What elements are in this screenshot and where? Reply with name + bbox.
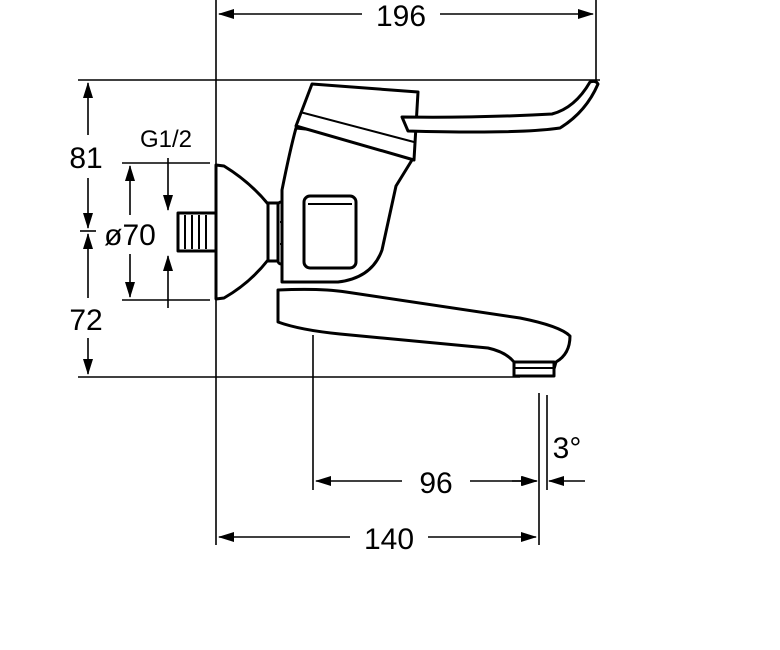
thread-connector	[176, 211, 220, 253]
dim-label-diameter-70: ø70	[104, 219, 156, 252]
spout	[276, 287, 572, 378]
rosette	[214, 163, 270, 301]
dim-label-196: 196	[376, 0, 426, 33]
dim-label-72: 72	[69, 304, 102, 337]
dimension-spout-projection: 96	[315, 467, 537, 500]
dim-label-96: 96	[419, 467, 452, 500]
dimension-spout-angle: 3°	[512, 432, 585, 486]
dim-label-3-degrees: 3°	[553, 432, 582, 465]
dim-label-g12: G1/2	[140, 126, 192, 153]
dimension-total-width: 196	[218, 0, 594, 33]
dimension-outlet-distance: 140	[218, 523, 537, 556]
connection-block	[302, 194, 358, 270]
dimension-rosette-diameter: ø70	[104, 165, 156, 298]
lever-handle	[400, 79, 600, 134]
faucet-illustration	[176, 79, 600, 378]
outlet-aerator	[512, 360, 556, 378]
dimension-height-lower: 72	[69, 233, 103, 375]
dimension-thread: G1/2	[140, 126, 192, 308]
dimension-height-upper: 81	[69, 82, 103, 229]
dim-label-81: 81	[69, 142, 102, 175]
dim-label-140: 140	[364, 523, 414, 556]
